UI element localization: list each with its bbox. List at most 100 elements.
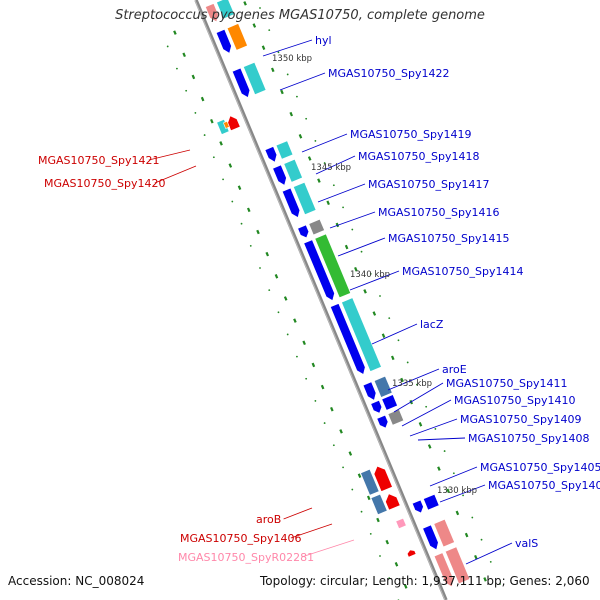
- scale-label: 1350 kbp: [272, 54, 312, 64]
- gene-label: valS: [515, 537, 538, 550]
- tick-dot: [314, 140, 317, 142]
- gene-label: MGAS10750_Spy1404: [488, 479, 600, 492]
- reverse-cds: [223, 121, 230, 129]
- label-leader: [465, 542, 513, 565]
- tick-left: [403, 584, 408, 589]
- label-leader: [317, 183, 366, 203]
- tick-right: [381, 333, 386, 338]
- tick-right: [326, 200, 330, 206]
- tick-dot: [499, 583, 501, 585]
- tick-dot: [296, 95, 298, 98]
- tick-left: [311, 362, 316, 368]
- tick-left: [283, 296, 288, 301]
- tick-dot: [434, 428, 437, 430]
- tick-dot: [342, 206, 344, 209]
- tick-left: [182, 52, 186, 58]
- forward-gene: [281, 187, 301, 218]
- accession-text: Accession: NC_008024: [8, 574, 145, 588]
- tick-dot: [277, 51, 280, 54]
- tick-dot: [471, 516, 474, 519]
- label-leader: [401, 399, 452, 427]
- forward-cds: [243, 61, 267, 95]
- label-leader: [337, 237, 386, 257]
- tick-right: [372, 311, 377, 316]
- tick-right: [261, 45, 266, 50]
- forward-cds: [387, 409, 405, 426]
- tick-right: [363, 289, 367, 294]
- forward-gene: [205, 3, 219, 23]
- reverse-gene: [385, 493, 401, 511]
- gene-label: hyl: [315, 34, 332, 47]
- label-leader: [329, 211, 376, 229]
- tick-right: [390, 355, 395, 361]
- tick-right: [344, 244, 349, 250]
- tick-dot: [462, 494, 464, 497]
- tick-dot: [203, 134, 206, 136]
- forward-cds: [283, 158, 303, 183]
- tick-dot: [259, 267, 261, 269]
- tick-dot: [166, 45, 169, 48]
- tick-dot: [443, 450, 446, 452]
- tick-dot: [286, 73, 289, 76]
- label-leader: [279, 72, 326, 91]
- tick-dot: [305, 377, 308, 380]
- tick-left: [191, 74, 196, 80]
- gene-label: MGAS10750_Spy1414: [402, 265, 523, 278]
- tick-dot: [185, 89, 188, 92]
- tick-left: [320, 384, 325, 390]
- gene-label: MGAS10750_Spy1417: [368, 178, 489, 191]
- tick-dot: [231, 200, 234, 203]
- tick-right: [464, 532, 469, 538]
- label-leader: [262, 39, 313, 57]
- label-leader: [429, 466, 478, 487]
- forward-cds: [444, 546, 471, 585]
- tick-right: [280, 89, 284, 95]
- map-title: Streptococcus pyogenes MGAS10750, comple…: [115, 8, 485, 23]
- tick-right: [252, 23, 257, 28]
- reverse-gene: [373, 465, 393, 492]
- label-leader: [393, 382, 444, 413]
- gene-label: MGAS10750_Spy1419: [350, 128, 471, 141]
- label-leader: [409, 418, 458, 437]
- gene-label: MGAS10750_Spy1415: [388, 232, 509, 245]
- label-leader: [417, 437, 466, 441]
- forward-gene: [433, 552, 455, 588]
- reverse-gene: [227, 115, 241, 131]
- forward-cds: [423, 493, 440, 511]
- gene-label: MGAS10750_Spy1408: [468, 432, 589, 445]
- tick-dot: [222, 178, 224, 181]
- topology-text: Topology: circular; Length: 1,937,111 bp…: [260, 574, 590, 588]
- forward-cds: [341, 297, 382, 372]
- tick-dot: [489, 560, 492, 563]
- scale-label: 1330 kbp: [437, 486, 477, 496]
- tick-dot: [323, 422, 326, 424]
- tick-dot: [323, 162, 326, 164]
- label-leader: [349, 270, 400, 291]
- label-leader: [301, 539, 355, 558]
- tick-dot: [194, 112, 197, 114]
- gene-label: MGAS10750_Spy1406: [180, 532, 301, 545]
- label-leader: [283, 507, 313, 520]
- tick-dot: [480, 538, 483, 541]
- tick-right: [483, 577, 487, 582]
- tick-right: [455, 510, 460, 516]
- tick-right: [243, 1, 247, 6]
- tick-marks: [166, 1, 501, 600]
- forward-cds: [381, 394, 398, 411]
- tick-dot: [416, 383, 418, 386]
- tick-dot: [212, 156, 215, 159]
- feature-track: [205, 0, 471, 588]
- tick-left: [228, 163, 233, 168]
- forward-gene: [303, 239, 335, 302]
- tick-left: [265, 251, 270, 257]
- label-leader: [154, 165, 197, 184]
- label-leader: [290, 523, 333, 539]
- tick-right: [307, 156, 312, 161]
- tick-dot: [296, 355, 298, 358]
- tick-dot: [360, 510, 363, 513]
- label-leader: [148, 149, 191, 161]
- gene-label: MGAS10750_Spy1421: [38, 154, 159, 167]
- tick-dot: [369, 272, 372, 275]
